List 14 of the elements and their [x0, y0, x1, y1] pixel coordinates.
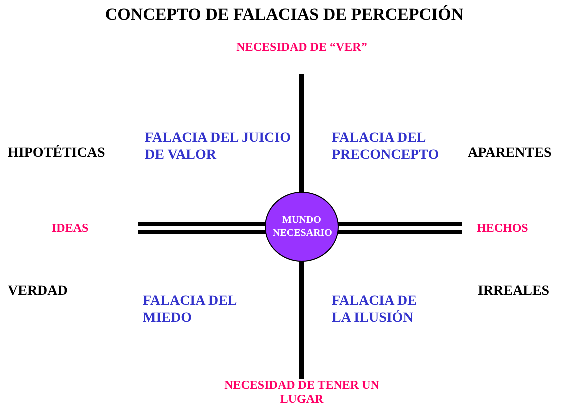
- quadrant-title: FALACIA DEL PRECONCEPTO: [332, 131, 440, 165]
- node-text: MUNDO NECESARIO: [273, 214, 331, 240]
- quadrant-title: FALACIA DEL MIEDO: [143, 294, 238, 328]
- axis-label: IDEAS: [52, 221, 90, 236]
- quadrant-label: HIPOTÉTICAS: [8, 146, 106, 163]
- axis-label: NECESIDAD DE “VER”: [236, 40, 368, 54]
- quadrant-title: FALACIA DEL JUICIO DE VALOR: [145, 131, 292, 165]
- quadrant-label: VERDAD: [8, 284, 69, 301]
- axis-label: NECESIDAD DE TENER UN LUGAR: [224, 378, 380, 407]
- title: CONCEPTO DE FALACIAS DE PERCEPCIÓN: [104, 5, 465, 26]
- axis-label: HECHOS: [477, 221, 530, 236]
- quadrant-label: APARENTES: [468, 146, 553, 163]
- quadrant-title: FALACIA DE LA ILUSIÓN: [332, 294, 418, 328]
- quadrant-label: IRREALES: [478, 284, 551, 301]
